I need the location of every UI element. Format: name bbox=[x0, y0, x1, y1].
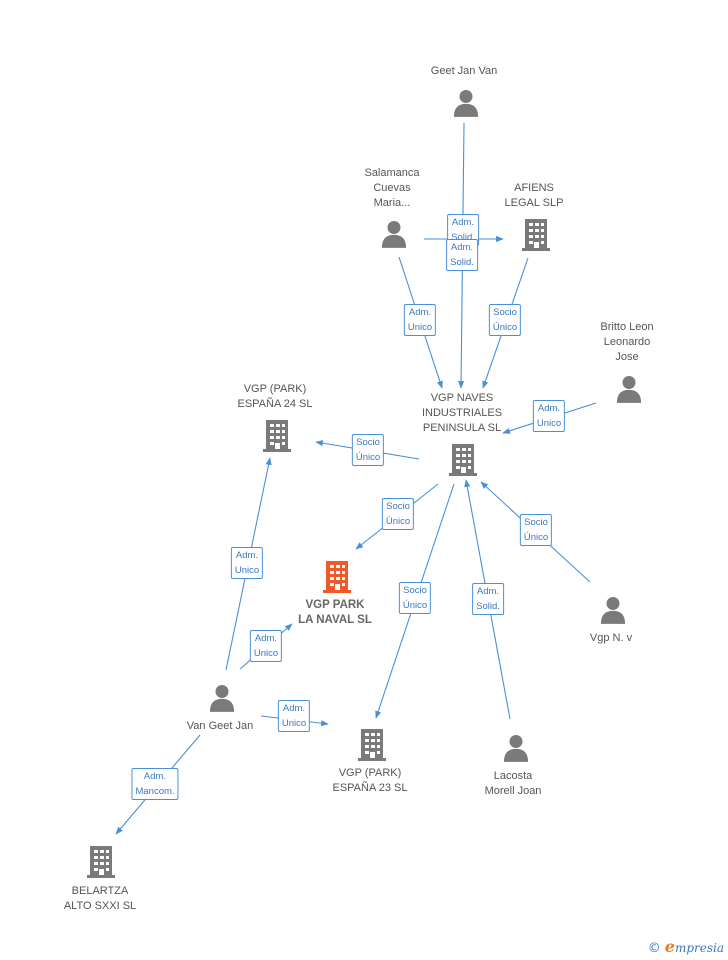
relation-label-line: Socio bbox=[403, 585, 427, 596]
relation-label[interactable]: Adm. Unico bbox=[249, 630, 283, 662]
relation-label-line: Socio bbox=[493, 307, 517, 318]
person-icon[interactable] bbox=[503, 735, 529, 762]
relation-label-line: Unico bbox=[234, 565, 260, 576]
relation-label-line: Mancom. bbox=[135, 786, 175, 797]
relation-label-line: Solid. bbox=[451, 232, 475, 243]
relation-label-line: Unico bbox=[281, 718, 307, 729]
node-label-line: VGP (PARK) bbox=[243, 383, 307, 395]
relation-label-line: Adm. bbox=[282, 703, 306, 714]
company-building-icon[interactable] bbox=[323, 561, 351, 593]
node-label-line: Geet Jan Van bbox=[430, 65, 498, 77]
node-label-line: ESPAÑA 24 SL bbox=[237, 398, 313, 410]
company-name[interactable]: AFIENS LEGAL SLP bbox=[505, 181, 564, 211]
node-label-line: VGP PARK bbox=[305, 599, 365, 611]
relation-label[interactable]: Adm. Solid. bbox=[446, 239, 478, 271]
node-label-line: Morell Joan bbox=[484, 785, 542, 797]
person-icon[interactable] bbox=[600, 597, 626, 624]
brand-footer: ©empresia bbox=[648, 937, 724, 956]
relation-label[interactable]: Adm. Unico bbox=[277, 700, 311, 732]
copyright-icon: © bbox=[647, 941, 661, 956]
node-label-line: ESPAÑA 23 SL bbox=[332, 782, 408, 794]
relation-label-line: Adm. bbox=[476, 586, 500, 597]
company-name[interactable]: VGP (PARK) ESPAÑA 23 SL bbox=[332, 766, 407, 796]
node-label-line: BELARTZA bbox=[71, 885, 129, 897]
node-label-line: Leonardo bbox=[603, 336, 651, 348]
node-label-line: Maria... bbox=[373, 197, 411, 209]
node-label-line: AFIENS bbox=[514, 182, 554, 194]
company-name[interactable]: VGP (PARK) ESPAÑA 24 SL bbox=[237, 382, 312, 412]
relation-label[interactable]: Adm. Mancom. bbox=[131, 768, 179, 800]
company-building-icon[interactable] bbox=[449, 444, 477, 476]
relation-label-line: Único bbox=[492, 322, 518, 333]
relation-label-line: Adm. bbox=[451, 217, 475, 228]
relation-label-line: Unico bbox=[536, 418, 562, 429]
person-icon[interactable] bbox=[453, 90, 479, 117]
node-label-line: Britto Leon bbox=[600, 321, 654, 333]
node-label-line: Lacosta bbox=[493, 770, 533, 782]
company-building-icon[interactable] bbox=[522, 219, 550, 251]
company-name[interactable]: VGP PARK LA NAVAL SL bbox=[298, 598, 372, 628]
person-icon[interactable] bbox=[616, 376, 642, 403]
relation-label-line: Único bbox=[385, 516, 411, 527]
relation-label[interactable]: Adm. Unico bbox=[230, 547, 264, 579]
node-label-line: PENINSULA SL bbox=[422, 422, 502, 434]
node-label-line: INDUSTRIALES bbox=[421, 407, 503, 419]
node-label-line: ALTO SXXI SL bbox=[63, 900, 137, 912]
relation-label-line: Adm. bbox=[143, 771, 167, 782]
node-label-line: Van Geet Jan bbox=[186, 720, 254, 732]
person-name[interactable]: Van Geet Jan bbox=[187, 719, 253, 734]
person-icon[interactable] bbox=[209, 685, 235, 712]
relation-label-line: Adm. bbox=[450, 242, 474, 253]
relation-label-line: Adm. bbox=[408, 307, 432, 318]
node-label-line: Salamanca bbox=[364, 167, 420, 179]
company-building-icon[interactable] bbox=[263, 420, 291, 452]
relation-label-line: Unico bbox=[253, 648, 279, 659]
relation-label-line: Adm. bbox=[254, 633, 278, 644]
company-name[interactable]: BELARTZA ALTO SXXI SL bbox=[64, 884, 136, 914]
relation-label-line: Solid. bbox=[476, 601, 500, 612]
relation-label-line: Adm. bbox=[235, 550, 259, 561]
company-name[interactable]: VGP NAVES INDUSTRIALES PENINSULA SL bbox=[422, 391, 502, 436]
relation-label[interactable]: Adm. Solid. bbox=[472, 583, 504, 615]
relation-label-line: Socio bbox=[524, 517, 548, 528]
node-label-line: VGP NAVES bbox=[430, 392, 494, 404]
node-label-line: Jose bbox=[615, 351, 639, 363]
node-label-line: Vgp N. v bbox=[589, 632, 633, 644]
relation-label[interactable]: Adm. Unico bbox=[403, 304, 437, 336]
relation-label-line: Único bbox=[355, 452, 381, 463]
company-building-icon[interactable] bbox=[87, 846, 115, 878]
relation-label-line: Socio bbox=[386, 501, 410, 512]
node-label-line: Cuevas bbox=[373, 182, 411, 194]
person-name[interactable]: Geet Jan Van bbox=[431, 64, 497, 79]
relation-label-line: Solid. bbox=[450, 257, 474, 268]
relation-label-line: Único bbox=[523, 532, 549, 543]
person-icon[interactable] bbox=[381, 221, 407, 248]
relation-label-line: Unico bbox=[407, 322, 433, 333]
relation-label[interactable]: Adm. Unico bbox=[532, 400, 566, 432]
node-label-line: LA NAVAL SL bbox=[298, 614, 372, 626]
company-building-icon[interactable] bbox=[358, 729, 386, 761]
relation-label-line: Adm. bbox=[537, 403, 561, 414]
relation-label-line: Socio bbox=[356, 437, 380, 448]
node-label-line: VGP (PARK) bbox=[338, 767, 402, 779]
person-name[interactable]: Vgp N. v bbox=[590, 631, 632, 646]
node-label-line: LEGAL SLP bbox=[504, 197, 564, 209]
relation-label-line: Único bbox=[402, 600, 428, 611]
brand-logo-text: mpresia bbox=[674, 941, 724, 955]
brand-logo-initial: e bbox=[664, 937, 675, 956]
